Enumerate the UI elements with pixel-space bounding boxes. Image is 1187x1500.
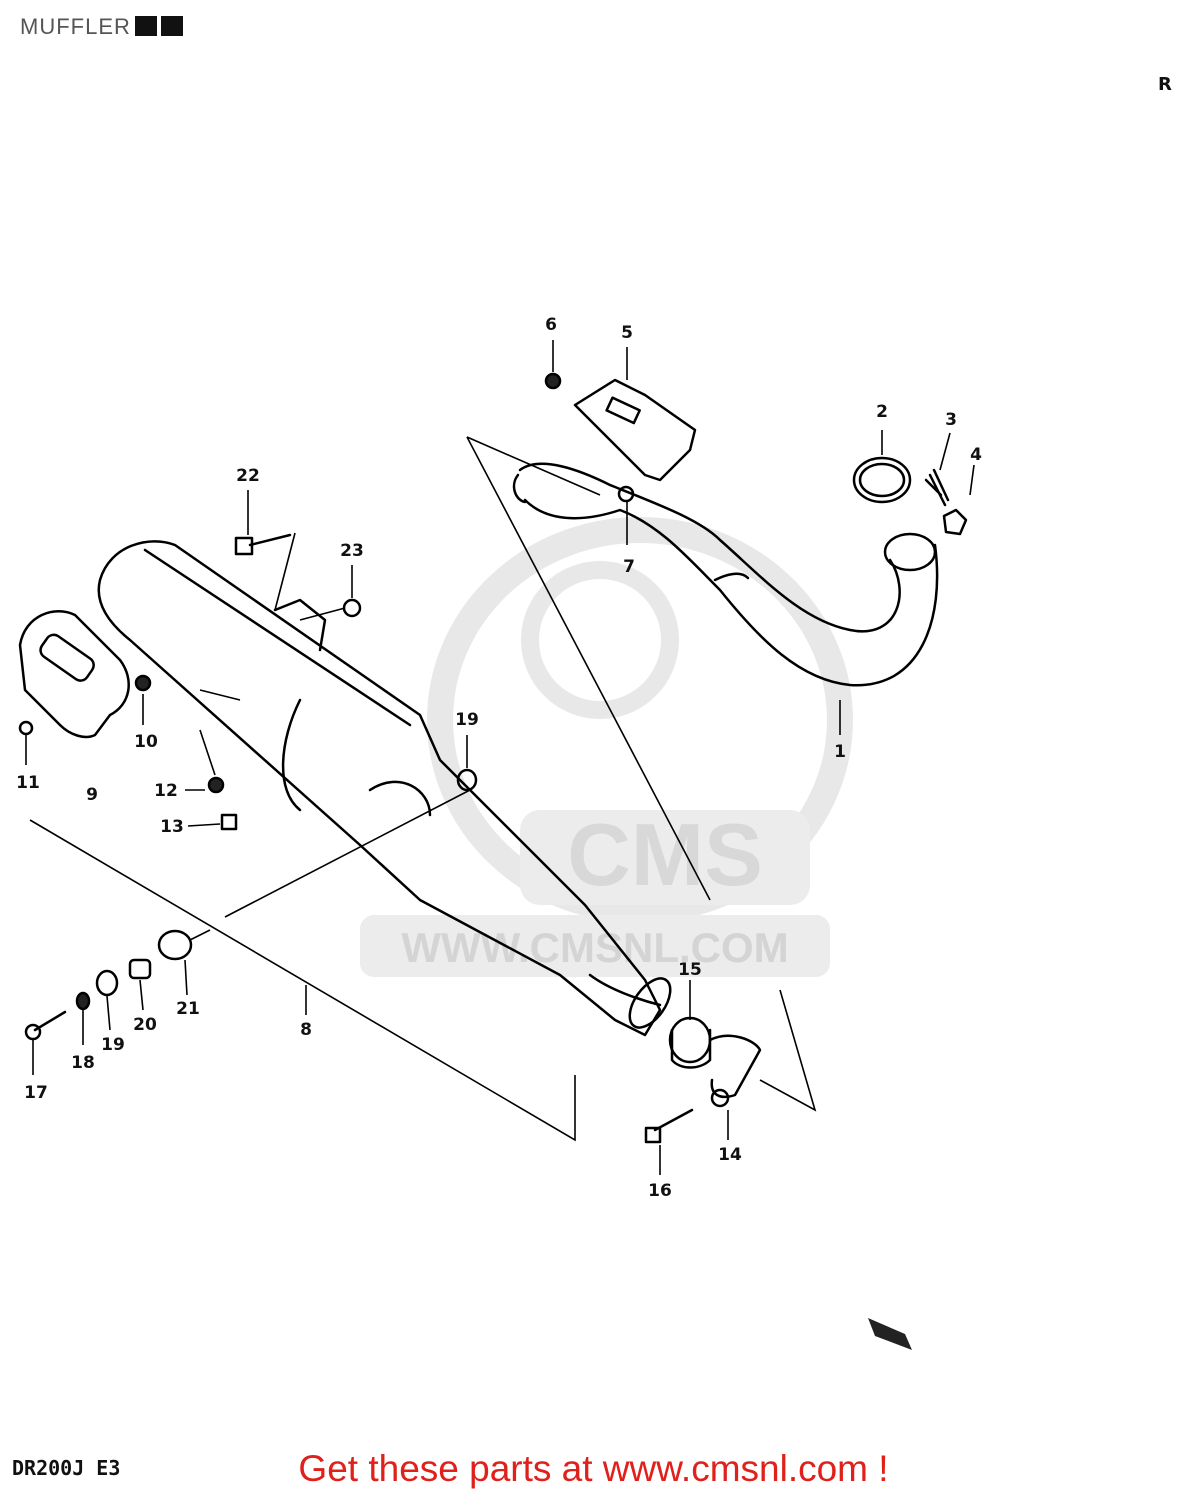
callout-18: 18 — [71, 1053, 95, 1073]
damper-21 — [157, 929, 193, 961]
callout-11: 11 — [16, 773, 40, 793]
nut-23 — [342, 598, 362, 618]
heat-shield — [573, 378, 697, 482]
watermark: CMS WWW.CMSNL.COM — [360, 517, 853, 977]
callout-19a: 19 — [455, 710, 479, 730]
model-label: DR200J E3 — [12, 1456, 121, 1480]
bolt-22 — [234, 533, 292, 556]
bolt-13 — [220, 813, 238, 831]
callout-3: 3 — [945, 410, 957, 430]
callout-21: 21 — [176, 999, 200, 1019]
spring — [924, 468, 950, 507]
corner-stamp — [868, 1318, 912, 1350]
clamp-ring — [852, 456, 912, 504]
watermark-url: WWW.CMSNL.COM — [401, 924, 788, 971]
callout-14: 14 — [718, 1145, 742, 1165]
collar-20 — [128, 958, 152, 980]
callout-19b: 19 — [101, 1035, 125, 1055]
washer-19b — [95, 969, 119, 997]
callout-6: 6 — [545, 315, 557, 335]
washer-18 — [75, 991, 91, 1011]
callout-10: 10 — [134, 732, 158, 752]
screw-11 — [18, 720, 34, 736]
exhaust-pipe — [512, 462, 939, 687]
callout-2: 2 — [876, 402, 888, 422]
gasket-15 — [668, 1016, 712, 1069]
title-redaction-mark — [134, 16, 157, 36]
corner-mark: R — [1158, 74, 1172, 95]
leader-lines — [25, 340, 975, 1175]
callout-13: 13 — [160, 817, 184, 837]
page-title: MUFFLER — [20, 14, 183, 40]
muffler-guard — [18, 610, 130, 739]
bolt-17 — [24, 1010, 67, 1041]
clamp-14 — [708, 1034, 762, 1108]
bolt-6 — [544, 372, 562, 390]
callout-15: 15 — [678, 960, 702, 980]
washer-19a — [456, 768, 478, 792]
callout-5: 5 — [621, 323, 633, 343]
footer-link[interactable]: Get these parts at www.cmsnl.com ! — [298, 1448, 889, 1489]
title-redaction-mark-2 — [160, 16, 183, 36]
bolt-16 — [644, 1108, 694, 1144]
callout-16: 16 — [648, 1181, 672, 1201]
callout-23: 23 — [340, 541, 364, 561]
muffler-body — [97, 540, 672, 1037]
washer-7 — [617, 485, 635, 503]
nut-10 — [134, 674, 152, 692]
callout-9: 9 — [86, 785, 98, 805]
callout-7: 7 — [623, 557, 635, 577]
watermark-logo: CMS — [567, 805, 763, 904]
callouts: 1 2 3 4 5 6 7 8 9 10 11 14 15 16 17 18 1… — [16, 315, 982, 1201]
callout-17: 17 — [24, 1083, 48, 1103]
callout-8: 8 — [300, 1020, 312, 1040]
callout-20: 20 — [133, 1015, 157, 1035]
nut-4 — [942, 508, 968, 536]
callout-22: 22 — [236, 466, 260, 486]
callout-4: 4 — [970, 445, 982, 465]
nut-12 — [207, 776, 225, 794]
callout-1: 1 — [834, 742, 846, 762]
callout-12: 12 — [154, 781, 178, 801]
